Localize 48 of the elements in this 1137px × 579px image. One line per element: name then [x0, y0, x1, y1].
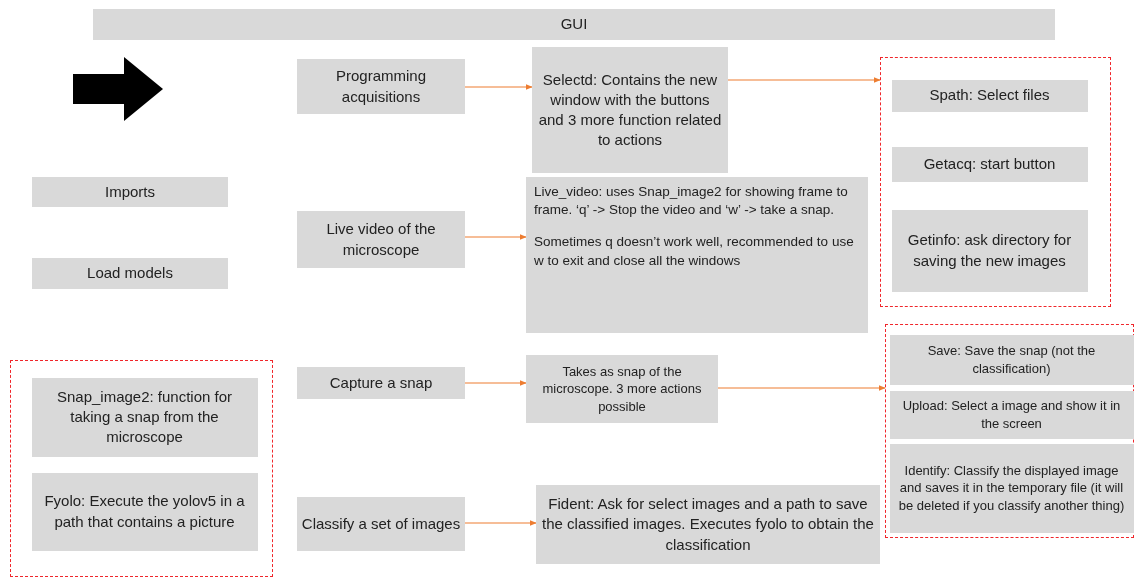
process-box: [32, 177, 228, 207]
process-box: [526, 177, 868, 333]
arrow: [727, 77, 881, 83]
box-label: Spath: Select files: [929, 85, 1050, 106]
arrow: [464, 84, 533, 90]
box-label: Programming acquisitions: [335, 66, 427, 107]
process-box: [889, 443, 1134, 533]
dashed-group-box: [10, 360, 273, 577]
box-label: Imports: [105, 181, 155, 202]
box-label: Classify a set of images: [301, 513, 461, 534]
process-box: [889, 390, 1134, 439]
process-box: [297, 211, 465, 268]
box-label: Selectd: Contains the new window with the buttons and 3 more function related to actions: [537, 69, 723, 151]
box-label: Takes as snap of the microscope. 3 more actions possible: [541, 362, 703, 416]
arrow: [464, 520, 537, 526]
process-box: [891, 79, 1088, 112]
box-label: Upload: Select a image and show it in the screen: [901, 396, 1122, 433]
header-bar: [93, 9, 1055, 40]
box-label: Identify: Classify the displayed image and saves it in the temporary file (it will be deleted if you classify another thing): [897, 461, 1126, 515]
box-label: Fident: Ask for select images and a path to save the classified images. Executes fyolo to obtain the classification: [541, 494, 875, 555]
process-box: [536, 485, 880, 564]
dashed-group-box: [880, 57, 1111, 307]
process-box: [297, 59, 465, 114]
arrow: [464, 380, 527, 386]
process-box: [31, 472, 258, 551]
dashed-group-box: [885, 324, 1134, 538]
process-box: [889, 334, 1134, 385]
process-box: [297, 367, 465, 399]
process-box: [891, 209, 1088, 292]
box-label: GUI: [560, 14, 588, 35]
box-label: Capture a snap: [329, 372, 433, 393]
box-label: Live video of the microscope: [325, 219, 437, 260]
process-box: [297, 497, 465, 551]
process-box: [532, 47, 728, 173]
box-label: Fyolo: Execute the yolov5 in a path that contains a picture: [43, 491, 246, 532]
box-label: Snap_image2: function for taking a snap from the microscope: [55, 386, 234, 448]
description-text: Live_video: uses Snap_image2 for showing frame to frame. ‘q’ -> Stop the video and ‘w’ -> take a snap.: [534, 183, 849, 220]
arrow: [717, 385, 886, 391]
process-box: [526, 355, 718, 423]
arrow: [464, 234, 527, 240]
process-box: [31, 377, 258, 457]
box-label: Load models: [87, 263, 173, 284]
box-label: Getinfo: ask directory for saving the new images: [906, 230, 1073, 271]
box-label: Save: Save the snap (not the classification): [926, 341, 1097, 378]
box-label: Getacq: start button: [923, 153, 1056, 174]
description-text: Sometimes q doesn’t work well, recommended to use w to exit and close all the windows: [534, 233, 855, 270]
process-box: [32, 258, 228, 289]
process-box: [891, 146, 1088, 182]
